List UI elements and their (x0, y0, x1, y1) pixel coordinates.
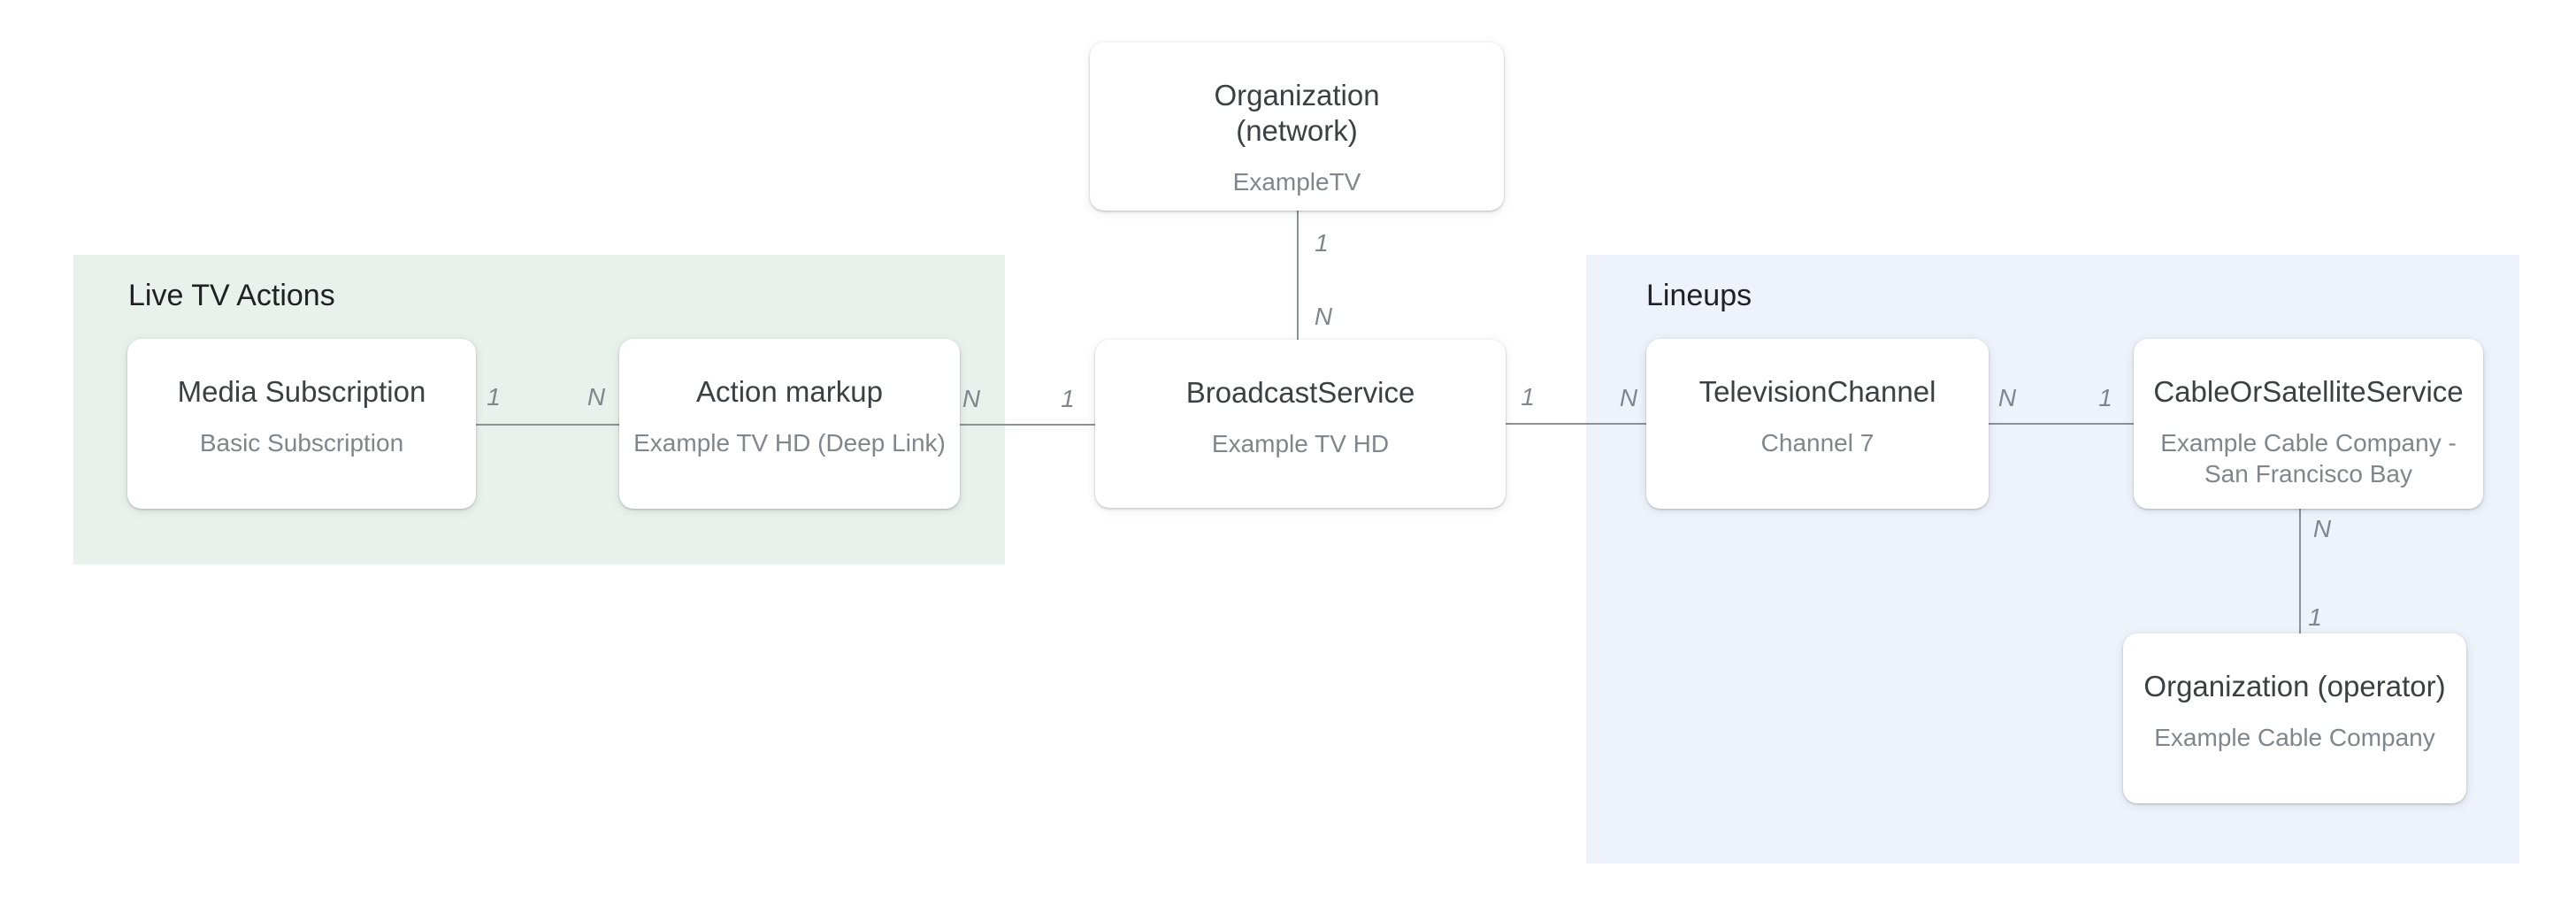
node-televisionchannel: TelevisionChannel Channel 7 (1646, 339, 1989, 509)
cardinality-label: 1 (487, 383, 501, 411)
node-title: BroadcastService (1185, 376, 1415, 409)
node-subtitle: Basic Subscription (199, 429, 404, 457)
cardinality-label: 1 (1521, 383, 1535, 411)
cardinality-label: N (1314, 303, 1333, 330)
cardinality-label: N (1997, 384, 2017, 411)
node-title: Media Subscription (177, 375, 426, 408)
connector-televisionchannel-cableorsatelliteservice (1989, 423, 2134, 425)
cardinality-label: N (962, 385, 981, 412)
node-organization-network: Organization (network) ExampleTV (1090, 42, 1504, 211)
cardinality-label: 1 (2098, 384, 2112, 411)
section-title-lineups: Lineups (1646, 279, 1752, 312)
node-title: CableOrSatelliteService (2153, 375, 2464, 408)
node-cableorsatelliteservice: CableOrSatelliteService Example Cable Co… (2134, 339, 2483, 509)
connector-actionmarkup-broadcastservice (960, 424, 1095, 426)
node-subtitle: Channel 7 (1760, 429, 1874, 457)
node-title: Action markup (696, 375, 883, 408)
cardinality-label: N (586, 383, 606, 411)
node-title: TelevisionChannel (1698, 375, 1936, 408)
cardinality-label: 1 (2308, 603, 2322, 631)
cardinality-label: 1 (1315, 229, 1329, 257)
node-subtitle: Example Cable Company (2154, 724, 2435, 751)
cardinality-label: N (1619, 384, 1638, 411)
node-subtitle: ExampleTV (1232, 168, 1361, 196)
cardinality-label: 1 (1061, 385, 1075, 412)
connector-orgnetwork-broadcastservice (1297, 210, 1299, 340)
node-subtitle: Example TV HD (Deep Link) (633, 429, 946, 457)
node-media-subscription: Media Subscription Basic Subscription (127, 339, 476, 509)
node-action-markup: Action markup Example TV HD (Deep Link) (619, 339, 960, 509)
node-title: Organization (network) (1214, 79, 1380, 147)
node-subtitle: Example Cable Company - San Francisco Ba… (2160, 429, 2457, 488)
node-broadcastservice: BroadcastService Example TV HD (1095, 340, 1506, 508)
connector-mediasubscription-actionmarkup (476, 424, 619, 426)
node-organization-operator: Organization (operator) Example Cable Co… (2123, 633, 2466, 803)
cardinality-label: N (2312, 515, 2332, 542)
node-subtitle: Example TV HD (1211, 430, 1390, 457)
node-title: Organization (operator) (2143, 670, 2446, 703)
connector-broadcastservice-televisionchannel (1506, 423, 1646, 425)
section-title-live-tv-actions: Live TV Actions (128, 279, 335, 312)
connector-cableorsatelliteservice-orgoperator (2299, 509, 2301, 633)
